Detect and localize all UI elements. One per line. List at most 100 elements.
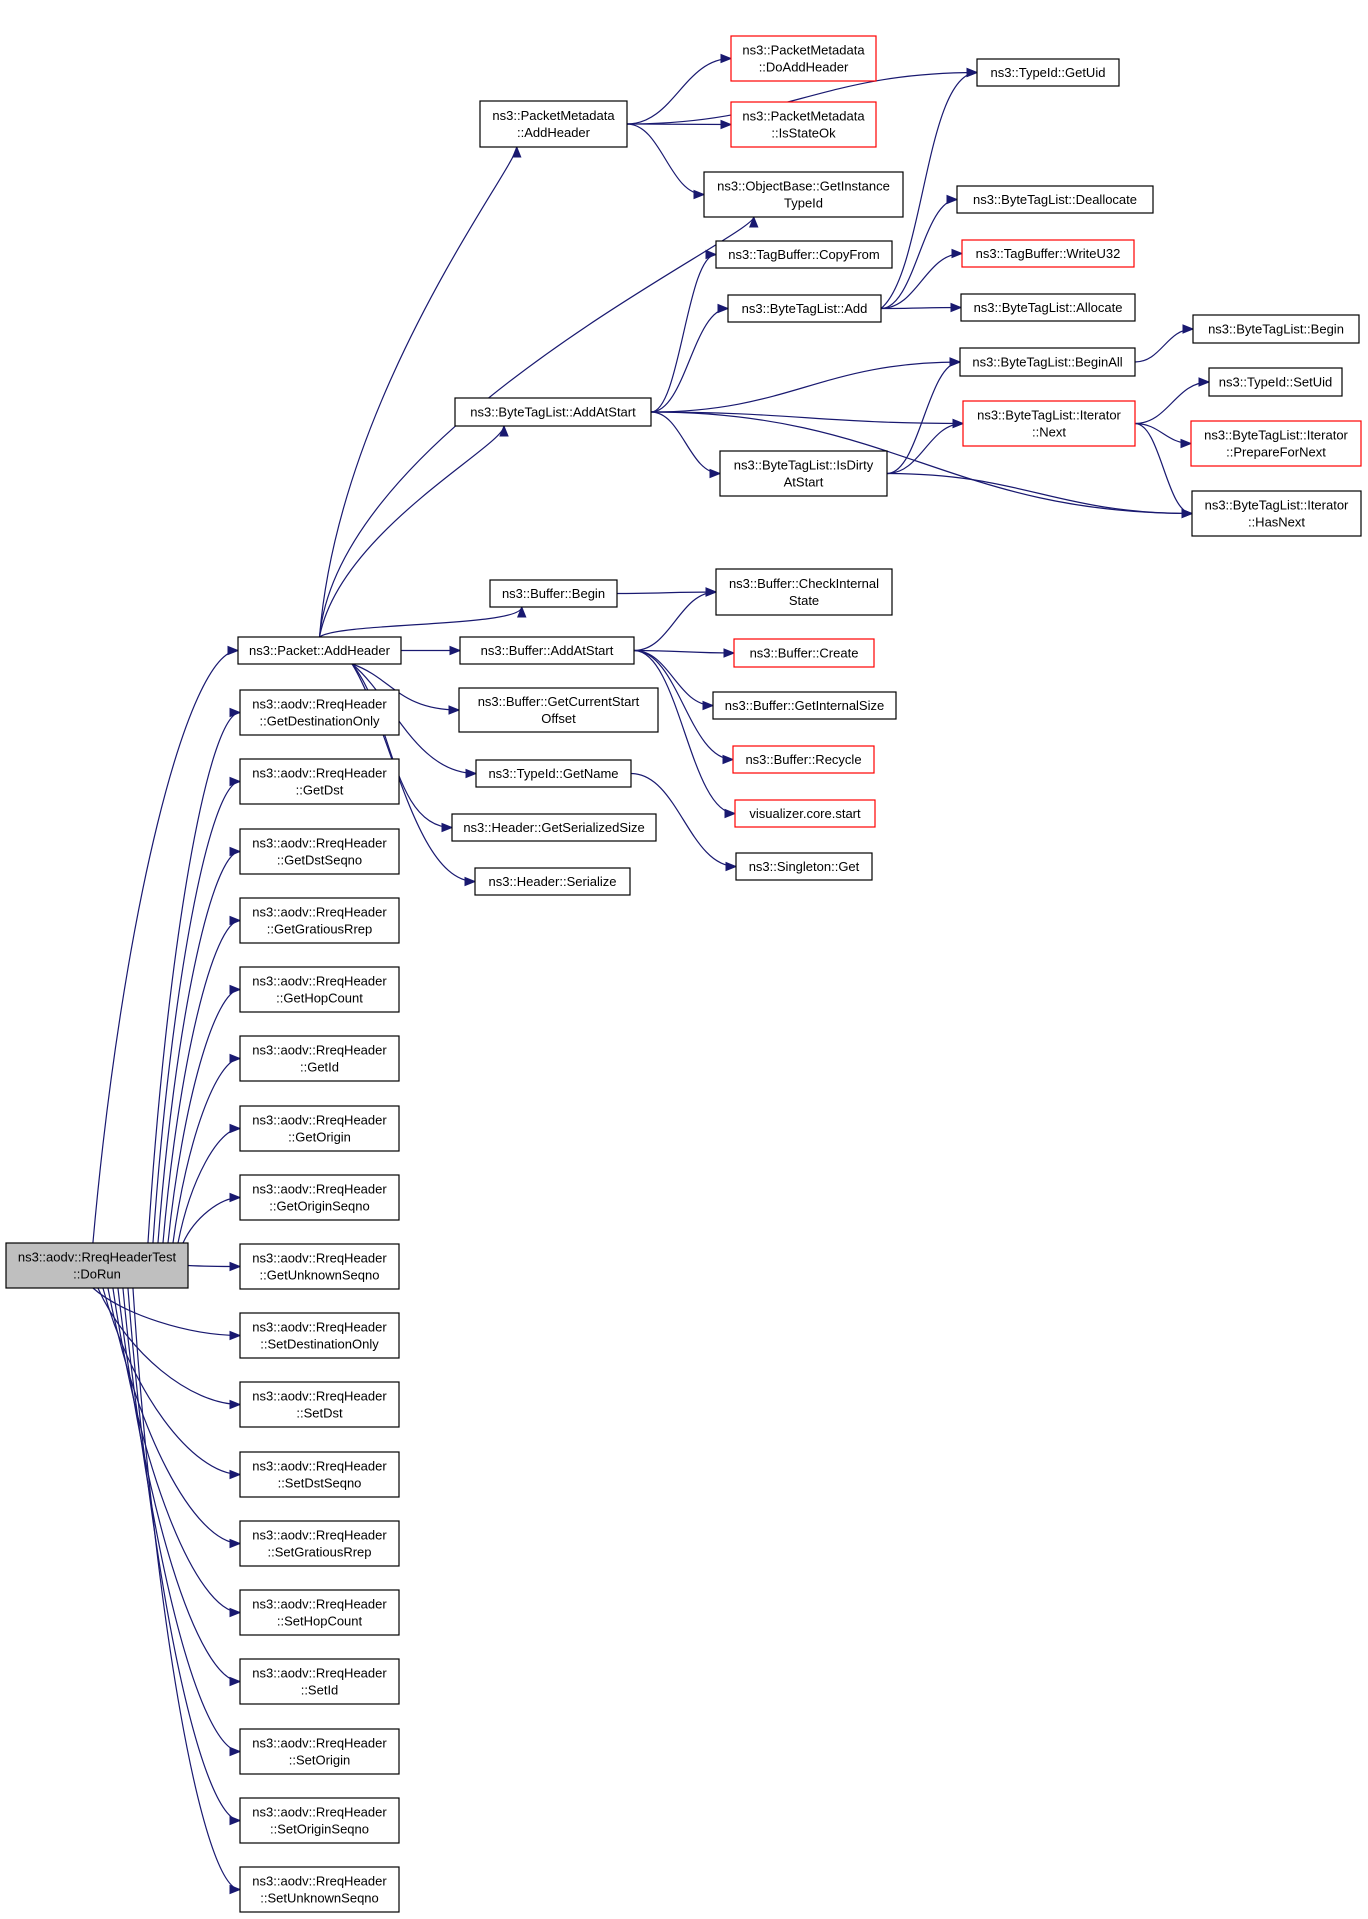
node-label: ns3::TagBuffer::CopyFrom	[728, 247, 880, 262]
node-box	[5, 1242, 189, 1289]
node-rreq-getgratrrep[interactable]: ns3::aodv::RreqHeader::GetGratiousRrep	[239, 897, 400, 944]
node-rreq-setunknownseqno[interactable]: ns3::aodv::RreqHeader::SetUnknownSeqno	[239, 1866, 400, 1913]
node-dorun[interactable]: ns3::aodv::RreqHeaderTest::DoRun	[5, 1242, 189, 1289]
call-edge	[886, 472, 1193, 515]
node-rreq-setid[interactable]: ns3::aodv::RreqHeader::SetId	[239, 1658, 400, 1705]
node-label: ns3::ByteTagList::Iterator	[1205, 498, 1349, 513]
arrowhead-icon	[464, 876, 477, 887]
node-label: ::GetDestinationOnly	[260, 714, 380, 729]
node-box	[239, 1797, 400, 1844]
node-label: ns3::aodv::RreqHeader	[252, 1113, 387, 1128]
node-btl-begin[interactable]: ns3::ByteTagList::Begin	[1192, 314, 1360, 344]
node-label: ns3::aodv::RreqHeader	[252, 1043, 387, 1058]
node-typeid-setuid[interactable]: ns3::TypeId::SetUid	[1208, 367, 1343, 397]
node-btl-it-prepare[interactable]: ns3::ByteTagList::Iterator::PrepareForNe…	[1190, 420, 1362, 467]
node-tagbuf-copyfrom[interactable]: ns3::TagBuffer::CopyFrom	[715, 240, 893, 269]
node-btl-dealloc[interactable]: ns3::ByteTagList::Deallocate	[956, 185, 1154, 214]
node-buf-addatstart[interactable]: ns3::Buffer::AddAtStart	[459, 636, 635, 665]
node-rreq-getid[interactable]: ns3::aodv::RreqHeader::GetId	[239, 1035, 400, 1082]
arrowhead-icon	[966, 67, 979, 78]
node-box	[239, 1035, 400, 1082]
node-box	[719, 450, 888, 497]
node-buf-getinternalsize[interactable]: ns3::Buffer::GetInternalSize	[712, 691, 897, 720]
node-buf-begin[interactable]: ns3::Buffer::Begin	[489, 579, 618, 608]
node-rreq-sethopcount[interactable]: ns3::aodv::RreqHeader::SetHopCount	[239, 1589, 400, 1636]
node-label: ::SetDstSeqno	[278, 1476, 362, 1491]
node-rreq-gethopcount[interactable]: ns3::aodv::RreqHeader::GetHopCount	[239, 966, 400, 1013]
call-edge	[633, 649, 734, 761]
node-btl-it-next[interactable]: ns3::ByteTagList::Iterator::Next	[962, 400, 1136, 447]
node-typeid-getuid[interactable]: ns3::TypeId::GetUid	[976, 58, 1120, 87]
call-edge	[127, 1287, 241, 1822]
node-box	[730, 35, 877, 82]
node-pm-doaddheader[interactable]: ns3::PacketMetadata::DoAddHeader	[730, 35, 877, 82]
node-rreq-getoriginseqno[interactable]: ns3::aodv::RreqHeader::GetOriginSeqno	[239, 1174, 400, 1221]
node-rreq-getdstseqno[interactable]: ns3::aodv::RreqHeader::GetDstSeqno	[239, 828, 400, 875]
arrowhead-icon	[229, 1676, 242, 1687]
call-edge	[1134, 328, 1194, 363]
edge-layer	[92, 53, 1211, 1895]
node-label: visualizer.core.start	[749, 806, 861, 821]
node-rreq-setdst[interactable]: ns3::aodv::RreqHeader::SetDst	[239, 1381, 400, 1428]
node-box	[239, 828, 400, 875]
arrowhead-icon	[952, 418, 965, 429]
node-rreq-setdestonly[interactable]: ns3::aodv::RreqHeader::SetDestinationOnl…	[239, 1312, 400, 1359]
node-btl-it-hasnext[interactable]: ns3::ByteTagList::Iterator::HasNext	[1191, 490, 1362, 537]
node-singleton-get[interactable]: ns3::Singleton::Get	[735, 852, 873, 881]
node-box	[458, 687, 659, 733]
node-label: ns3::aodv::RreqHeader	[252, 766, 387, 781]
arrowhead-icon	[724, 808, 737, 819]
call-edge	[112, 1287, 241, 1614]
arrowhead-icon	[229, 1192, 242, 1203]
node-label: ::GetUnknownSeqno	[260, 1268, 380, 1283]
node-buf-recycle[interactable]: ns3::Buffer::Recycle	[732, 745, 875, 774]
call-edge	[880, 252, 963, 310]
node-buf-create[interactable]: ns3::Buffer::Create	[733, 638, 875, 668]
node-typeid-getname[interactable]: ns3::TypeId::GetName	[475, 759, 632, 788]
node-btl-allocate[interactable]: ns3::ByteTagList::Allocate	[960, 293, 1136, 322]
node-box	[239, 1312, 400, 1359]
node-label: ::SetOriginSeqno	[270, 1822, 369, 1837]
node-btl-add[interactable]: ns3::ByteTagList::Add	[727, 294, 882, 323]
node-pm-addheader[interactable]: ns3::PacketMetadata::AddHeader	[479, 100, 628, 148]
call-edge	[162, 919, 241, 1244]
node-btl-addatstart[interactable]: ns3::ByteTagList::AddAtStart	[454, 397, 652, 427]
node-rreq-setgratrrep[interactable]: ns3::aodv::RreqHeader::SetGratiousRrep	[239, 1520, 400, 1567]
node-box	[451, 813, 657, 842]
node-box	[733, 638, 875, 668]
call-edge	[626, 123, 705, 196]
node-label: ns3::PacketMetadata	[742, 109, 865, 124]
node-box	[962, 400, 1136, 447]
node-rreq-setdstseqno[interactable]: ns3::aodv::RreqHeader::SetDstSeqno	[239, 1451, 400, 1498]
node-hdr-getsersize[interactable]: ns3::Header::GetSerializedSize	[451, 813, 657, 842]
arrowhead-icon	[1180, 438, 1193, 449]
node-label: ::DoRun	[73, 1267, 121, 1282]
node-pm-isstateok[interactable]: ns3::PacketMetadata::IsStateOk	[730, 101, 877, 148]
node-label: ns3::Buffer::Create	[750, 646, 859, 661]
node-label: ns3::TagBuffer::WriteU32	[976, 246, 1121, 261]
node-rreq-getdestonly[interactable]: ns3::aodv::RreqHeader::GetDestinationOnl…	[239, 689, 400, 736]
node-vis-core-start[interactable]: visualizer.core.start	[734, 799, 876, 828]
node-rreq-setoriginseqno[interactable]: ns3::aodv::RreqHeader::SetOriginSeqno	[239, 1797, 400, 1844]
call-edge	[630, 772, 737, 868]
node-rreq-setorigin[interactable]: ns3::aodv::RreqHeader::SetOrigin	[239, 1728, 400, 1775]
node-hdr-serialize[interactable]: ns3::Header::Serialize	[474, 867, 631, 896]
node-rreq-getdst[interactable]: ns3::aodv::RreqHeader::GetDst	[239, 758, 400, 805]
node-box	[239, 966, 400, 1013]
node-label: ns3::Buffer::AddAtStart	[481, 643, 614, 658]
node-rreq-getunknownseqno[interactable]: ns3::aodv::RreqHeader::GetUnknownSeqno	[239, 1243, 400, 1290]
node-btl-beginall[interactable]: ns3::ByteTagList::BeginAll	[959, 347, 1136, 377]
node-tagbuf-writeu32[interactable]: ns3::TagBuffer::WriteU32	[961, 239, 1135, 268]
node-box	[960, 293, 1136, 322]
arrowhead-icon	[229, 984, 242, 995]
arrowhead-icon	[229, 1399, 242, 1410]
node-rreq-getorigin[interactable]: ns3::aodv::RreqHeader::GetOrigin	[239, 1105, 400, 1152]
call-edge	[650, 253, 717, 413]
call-edge	[633, 649, 735, 654]
node-pkt-addheader[interactable]: ns3::Packet::AddHeader	[237, 636, 402, 665]
node-label: ns3::Header::Serialize	[489, 874, 617, 889]
